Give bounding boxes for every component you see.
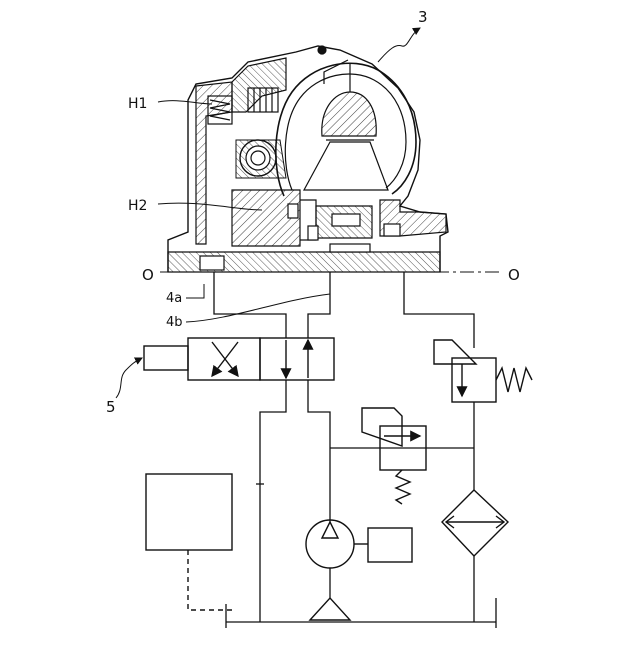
label-line-4a: 4a [166, 291, 182, 306]
leader-4a [186, 284, 204, 298]
torque-converter-section [168, 46, 448, 272]
label-line-4b: 4b [166, 315, 183, 330]
label-valve: 5 [106, 398, 116, 416]
control-unit [146, 474, 236, 610]
label-axis-left: O [142, 266, 154, 284]
leader-3 [378, 28, 420, 62]
filter [442, 490, 508, 556]
pump [306, 520, 412, 620]
pressure-valve-upper [434, 340, 532, 402]
leader-5 [116, 358, 142, 398]
hydraulic-lines [214, 272, 496, 628]
label-axis-right: O [508, 266, 520, 284]
label-torque-converter: 3 [418, 8, 428, 26]
relief-valve [362, 408, 426, 504]
label-h2: H2 [128, 198, 147, 214]
directional-valve [144, 338, 334, 380]
label-h1: H1 [128, 96, 147, 112]
